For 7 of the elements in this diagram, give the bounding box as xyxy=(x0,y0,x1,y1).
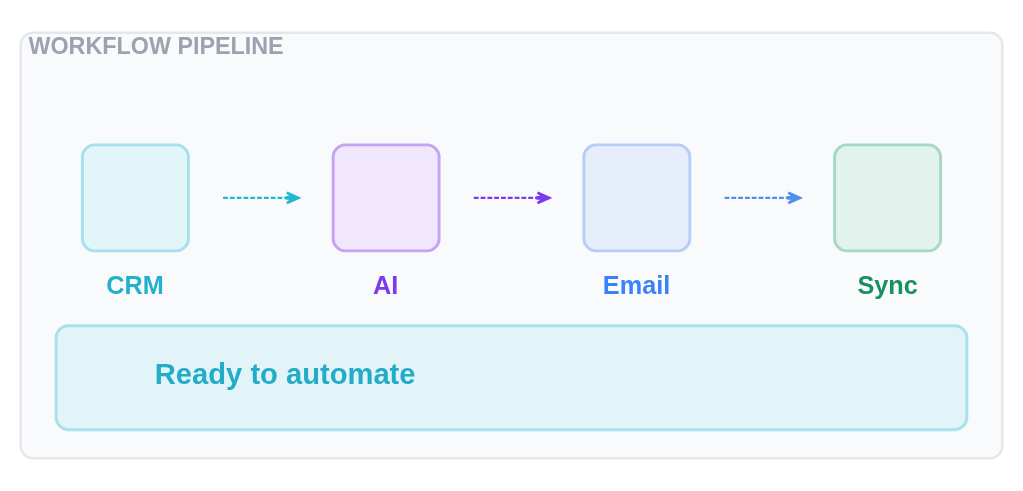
arrow xyxy=(473,191,551,205)
node-label: AI xyxy=(373,270,399,299)
node-label: Email xyxy=(602,270,671,299)
arrow xyxy=(223,191,300,205)
arrow xyxy=(724,191,802,205)
node-label: CRM xyxy=(106,270,164,299)
node-label: Sync xyxy=(857,270,918,299)
